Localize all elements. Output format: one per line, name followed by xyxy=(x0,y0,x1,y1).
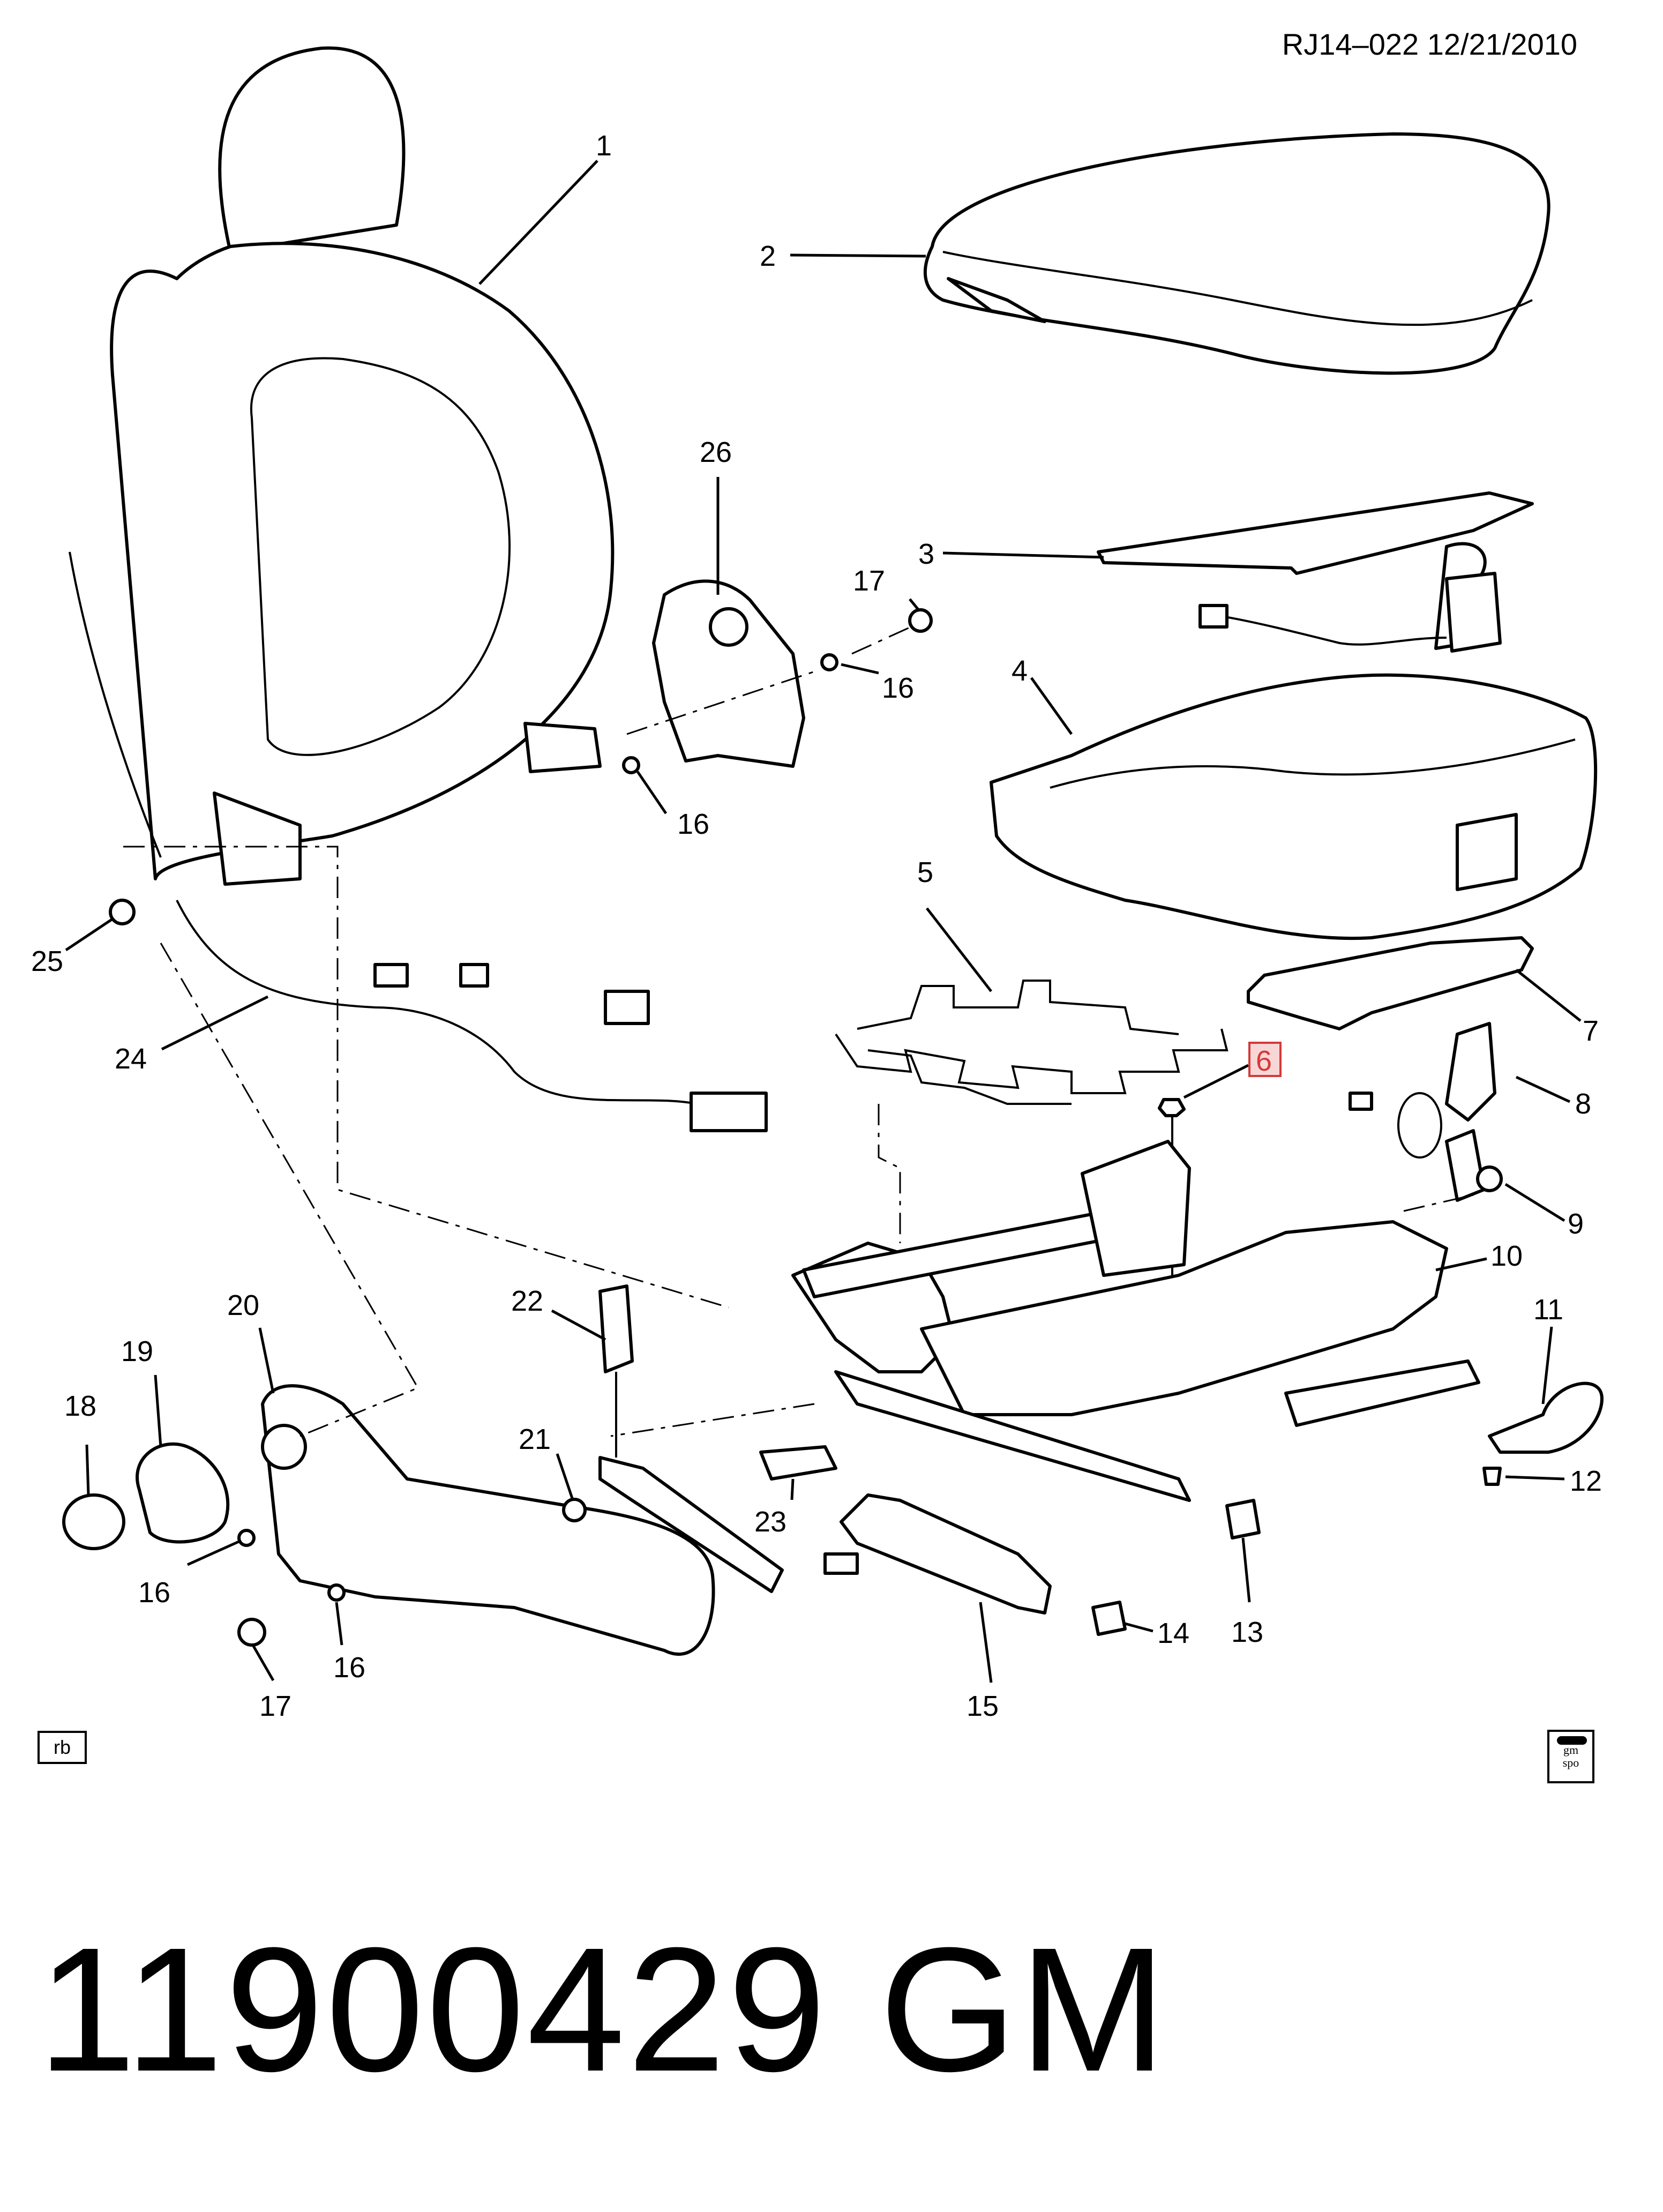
callout-14[interactable]: 14 xyxy=(1157,1617,1189,1649)
part-nut-9 xyxy=(1476,1165,1503,1192)
part-seat-back xyxy=(110,46,615,886)
part-plug-17a xyxy=(908,608,933,633)
callout-2[interactable]: 2 xyxy=(760,240,776,272)
callout-16-lower-right[interactable]: 16 xyxy=(333,1651,365,1684)
callout-labels: 1 2 3 4 5 6 7 8 9 10 11 12 13 14 15 16 1… xyxy=(31,130,1602,1722)
part-side-shield xyxy=(261,1384,715,1656)
part-screw-16b xyxy=(622,756,640,774)
callout-17-lower[interactable]: 17 xyxy=(259,1690,291,1722)
callout-18[interactable]: 18 xyxy=(64,1390,96,1422)
callout-6-highlight xyxy=(1248,1042,1282,1077)
callout-25[interactable]: 25 xyxy=(31,945,63,977)
callout-17-upper[interactable]: 17 xyxy=(853,565,885,597)
callout-16-upper-right[interactable]: 16 xyxy=(882,672,914,704)
part-wiring-harness xyxy=(69,551,768,1132)
part-seat-cushion-pad xyxy=(990,673,1598,940)
callout-20[interactable]: 20 xyxy=(227,1289,259,1321)
callout-11[interactable]: 11 xyxy=(1533,1294,1563,1326)
callout-9[interactable]: 9 xyxy=(1568,1208,1584,1240)
part-recliner-cover xyxy=(136,1442,230,1544)
part-seat-cushion-cover xyxy=(923,132,1550,375)
part-number: 11900429 GM xyxy=(38,1910,1169,2108)
callout-6[interactable]: 6 xyxy=(1256,1045,1272,1077)
part-screw-16a xyxy=(820,653,838,671)
part-belt-buckle xyxy=(1349,1022,1496,1202)
part-clip-14 xyxy=(1091,1601,1127,1636)
part-recliner-handle xyxy=(1488,1381,1604,1454)
callout-16-lower-left[interactable]: 16 xyxy=(138,1576,170,1609)
callout-24[interactable]: 24 xyxy=(115,1043,147,1075)
part-plug-17b xyxy=(237,1618,266,1647)
part-trim-panel xyxy=(1247,936,1534,1030)
leader-lines xyxy=(65,160,1582,1683)
alignment-lines xyxy=(123,626,1474,1437)
gmspo-logo-line1: gm xyxy=(1563,1743,1579,1757)
callout-10[interactable]: 10 xyxy=(1490,1240,1523,1272)
callout-7[interactable]: 7 xyxy=(1583,1015,1599,1047)
gmspo-logo: gm spo xyxy=(1547,1730,1594,1783)
callout-21[interactable]: 21 xyxy=(519,1423,551,1455)
part-clip-13 xyxy=(1225,1499,1261,1540)
callout-3[interactable]: 3 xyxy=(918,538,934,570)
callout-19[interactable]: 19 xyxy=(121,1335,153,1367)
callout-4[interactable]: 4 xyxy=(1012,655,1028,687)
part-bracket-23 xyxy=(759,1445,837,1481)
part-screw-16c xyxy=(237,1529,256,1547)
part-nut-25 xyxy=(109,899,136,925)
callout-22[interactable]: 22 xyxy=(511,1285,543,1317)
callout-15[interactable]: 15 xyxy=(967,1690,999,1722)
callout-13[interactable]: 13 xyxy=(1231,1616,1263,1648)
part-fastener-21 xyxy=(562,1498,587,1522)
gmspo-logo-line2: spo xyxy=(1562,1756,1579,1769)
callout-12[interactable]: 12 xyxy=(1570,1465,1602,1497)
part-height-adjuster xyxy=(598,1284,859,1593)
part-outer-trim xyxy=(840,1493,1052,1615)
callout-16-upper-left[interactable]: 16 xyxy=(677,808,709,840)
part-spring-mat xyxy=(835,980,1228,1105)
callout-5[interactable]: 5 xyxy=(917,856,933,888)
part-cap-18 xyxy=(62,1493,125,1550)
part-seat-frame xyxy=(791,1140,1480,1502)
callout-8[interactable]: 8 xyxy=(1575,1088,1591,1120)
callout-23[interactable]: 23 xyxy=(754,1506,786,1538)
gmspo-logo-oval xyxy=(1557,1736,1587,1745)
diagram-reference: RJ14–022 12/21/2010 xyxy=(1282,27,1577,61)
part-back-side-cover xyxy=(652,579,805,768)
part-screw-16d xyxy=(327,1583,346,1602)
rb-label-box: rb xyxy=(38,1731,87,1764)
part-seat-heater xyxy=(1097,491,1534,653)
part-screw-12 xyxy=(1482,1467,1502,1486)
callout-26[interactable]: 26 xyxy=(700,436,732,468)
callout-1[interactable]: 1 xyxy=(596,130,612,162)
